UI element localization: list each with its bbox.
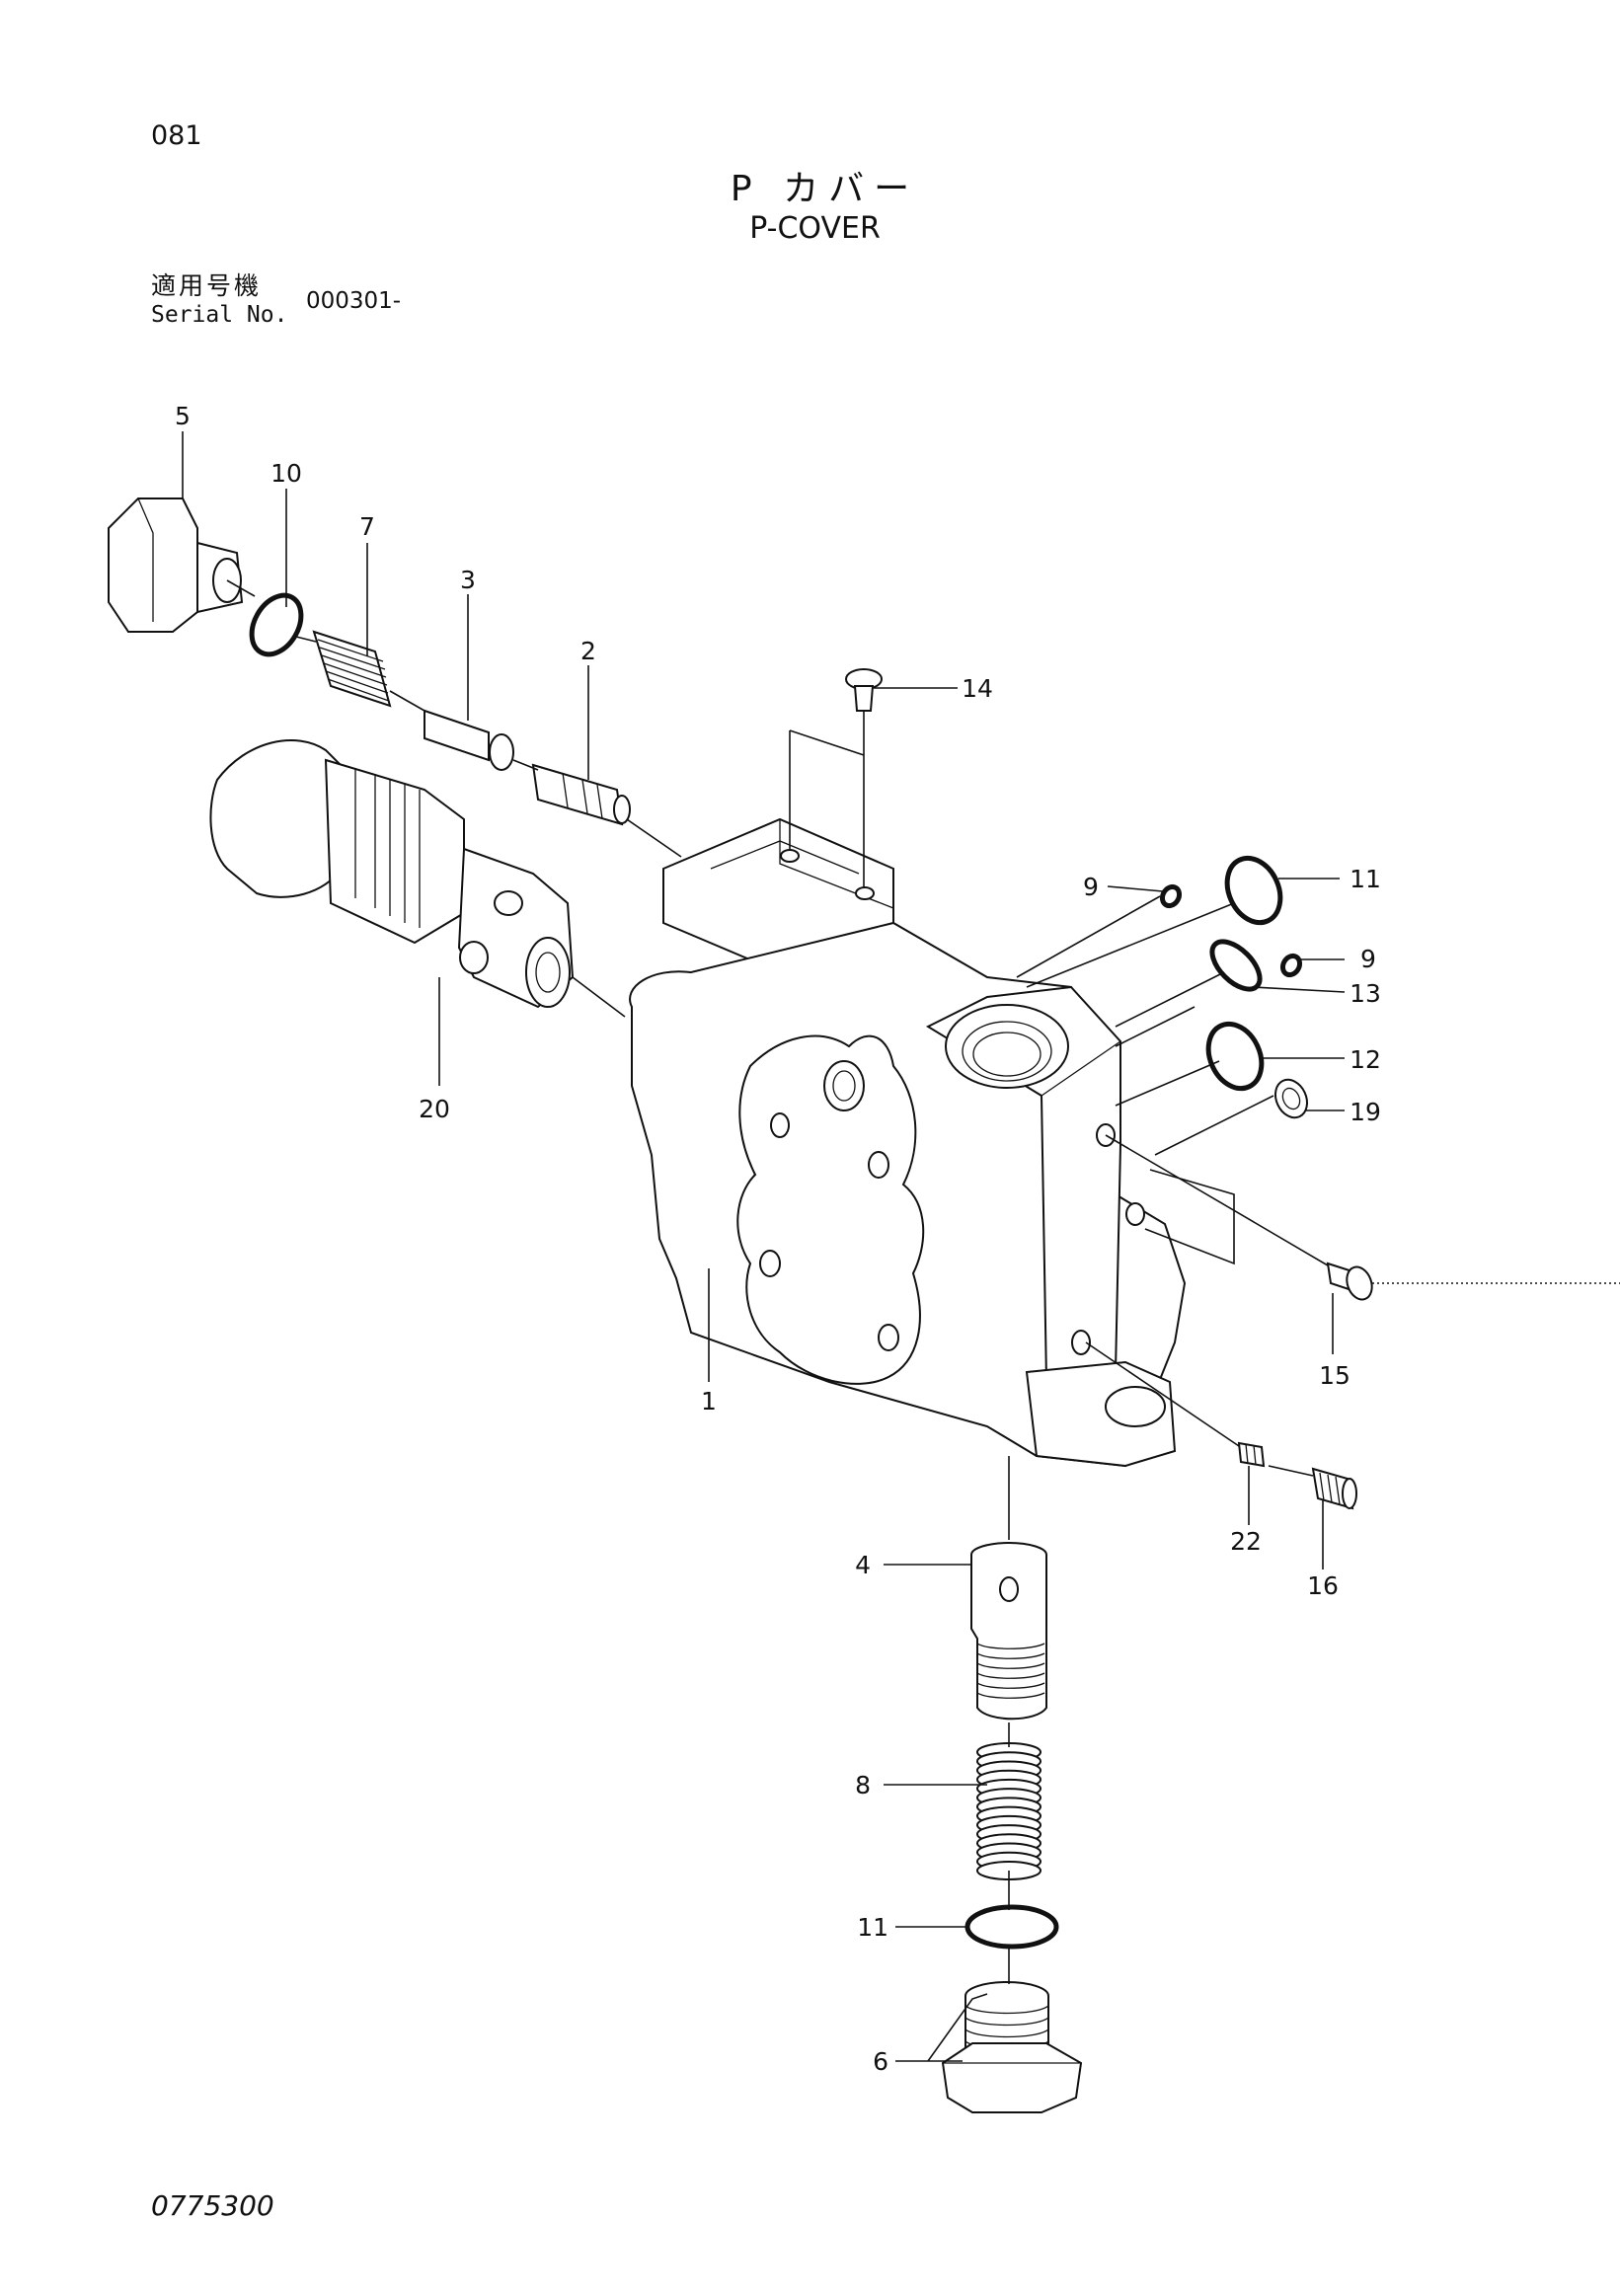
part-19-washer — [1273, 1078, 1309, 1119]
assembly-guide-lines — [226, 579, 1620, 1984]
callout-17: 16 — [1307, 1571, 1339, 1600]
document-code: 0775300 — [151, 2189, 274, 2222]
callout-19: 19 — [1350, 1098, 1381, 1126]
part-3-pin — [424, 709, 514, 771]
part-9-o-ring-upper — [1159, 883, 1183, 909]
part-4-sleeve — [970, 1542, 1047, 1721]
callout-14: 13 — [1350, 979, 1381, 1008]
callout-2: 2 — [580, 637, 596, 665]
callout-7: 7 — [359, 512, 375, 541]
part-7-spring — [312, 630, 392, 708]
callout-22: 22 — [1230, 1527, 1262, 1556]
page-title-japanese: P カバー — [730, 169, 920, 209]
part-22-set-screw — [1237, 1441, 1266, 1468]
callout-9-lower: 9 — [1360, 945, 1376, 973]
part-17-plug — [1311, 1467, 1357, 1510]
part-8-spring — [976, 1742, 1041, 1880]
part-13-o-ring — [1205, 1021, 1265, 1092]
callout-9-upper: 9 — [1083, 873, 1099, 901]
part-11-o-ring — [964, 1904, 1059, 1950]
part-9-o-ring-lower — [1279, 953, 1303, 978]
callout-13: 12 — [1350, 1045, 1381, 1074]
callout-5: 5 — [175, 402, 191, 430]
part-12-o-ring — [1224, 855, 1283, 926]
callout-15: 14 — [962, 674, 993, 703]
part-5-plug — [108, 497, 244, 633]
part-10-o-ring — [249, 592, 304, 657]
page-number: 081 — [151, 120, 202, 151]
part-6-plug — [941, 1981, 1083, 2113]
serial-label-english: Serial No. — [151, 302, 288, 328]
callout-3: 3 — [460, 566, 476, 594]
callout-11: 11 — [857, 1913, 888, 1942]
callout-16: 15 — [1319, 1361, 1350, 1390]
leader-lines — [182, 431, 1346, 2062]
p-cover-body — [629, 817, 1187, 1468]
part-14-o-ring — [1209, 939, 1263, 992]
part-15-screw — [845, 668, 883, 712]
callout-4: 4 — [855, 1551, 871, 1579]
page-title-english: P-COVER — [749, 211, 881, 246]
callout-1: 1 — [701, 1387, 717, 1416]
callout-20: 20 — [419, 1095, 450, 1123]
part-20-cartridge — [209, 739, 575, 1009]
callout-8: 8 — [855, 1771, 871, 1799]
callout-10: 10 — [270, 459, 302, 488]
serial-label-japanese: 適用号機 — [151, 271, 263, 300]
callout-12: 11 — [1350, 865, 1381, 893]
part-16-plug — [1326, 1262, 1373, 1301]
part-2-poppet — [531, 763, 631, 826]
serial-number-value: 000301- — [306, 288, 402, 314]
callout-6: 6 — [873, 2047, 888, 2076]
